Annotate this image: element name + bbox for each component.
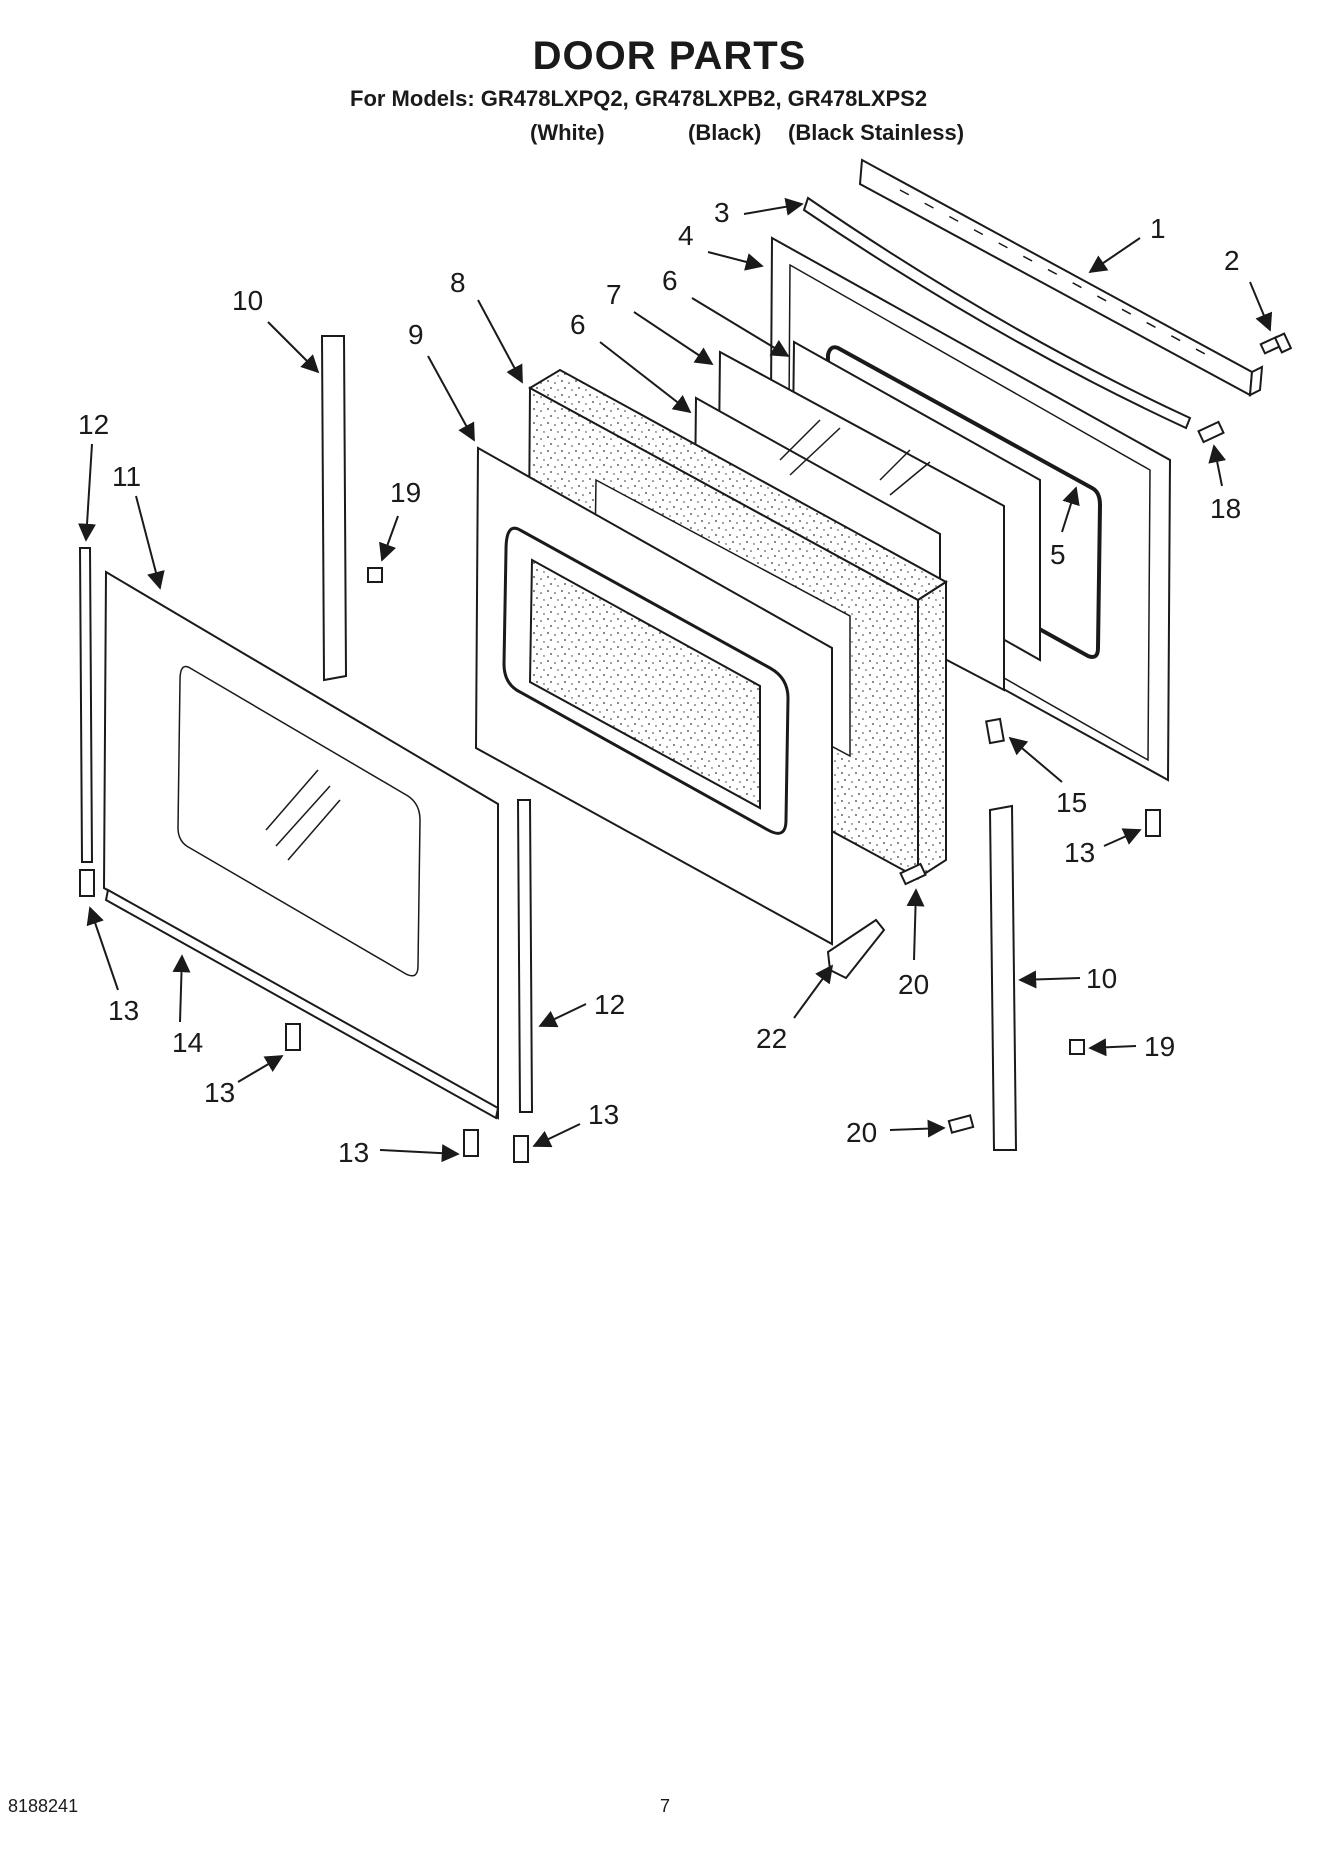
callout-18: 18	[1210, 493, 1241, 524]
doc-number: 8188241	[8, 1796, 79, 1816]
callout-19-left: 19	[390, 477, 421, 508]
models-subtitle: For Models: GR478LXPQ2, GR478LXPB2, GR47…	[350, 86, 928, 111]
callout-7: 7	[606, 279, 622, 310]
glass-glare	[779, 419, 931, 496]
callout-labels: 1 2 3 4 5 6 6 7 8 9 10 10 11 12 12 13 13…	[78, 197, 1273, 1168]
callout-15: 15	[1056, 787, 1087, 818]
callout-13-c: 13	[338, 1137, 369, 1168]
part-15-clip	[985, 717, 1005, 745]
callout-4: 4	[678, 220, 694, 251]
callout-14: 14	[172, 1027, 203, 1058]
part-19-clip-left	[367, 567, 383, 583]
callout-11: 11	[112, 461, 141, 492]
part-10-hinge-rail-right	[988, 804, 1018, 1151]
callout-3: 3	[714, 197, 730, 228]
callout-13-a: 13	[108, 995, 139, 1026]
callout-6-rear: 6	[662, 265, 678, 296]
part-14-bottom-trim	[104, 888, 500, 1120]
part-12-side-trim-left	[78, 547, 94, 863]
part-18-screw	[1197, 420, 1225, 444]
part-12-side-trim-right	[516, 799, 534, 1113]
part-3-top-trim	[802, 196, 1192, 430]
callout-12-right: 12	[594, 989, 625, 1020]
part-9-door-liner	[474, 446, 833, 946]
callout-22: 22	[756, 1023, 787, 1054]
variant-black-stainless: (Black Stainless)	[788, 120, 965, 145]
part-19-clip-right	[1069, 1039, 1085, 1055]
callout-20-lower: 20	[846, 1117, 877, 1148]
callout-2: 2	[1224, 245, 1240, 276]
callout-10-left: 10	[232, 285, 263, 316]
callout-5: 5	[1050, 539, 1066, 570]
callout-13-d: 13	[588, 1099, 619, 1130]
part-5-gasket	[823, 345, 1103, 659]
variant-white: (White)	[530, 120, 605, 145]
variant-black: (Black)	[688, 120, 762, 145]
callout-9: 9	[408, 319, 424, 350]
part-22-bracket	[826, 918, 886, 980]
part-11-outer-door-panel	[102, 570, 499, 1120]
part-2-screw	[1259, 332, 1293, 355]
part-20-screw-upper	[899, 862, 927, 886]
part-1-vent-trim	[858, 158, 1264, 397]
part-20-screw-lower	[947, 1114, 975, 1134]
callout-20-upper: 20	[898, 969, 929, 1000]
callout-10-right: 10	[1086, 963, 1117, 994]
page-title: DOOR PARTS	[532, 34, 807, 78]
page-number: 7	[660, 1796, 671, 1816]
part-13-screws	[79, 809, 1161, 1163]
callout-8: 8	[450, 267, 466, 298]
callout-13-b: 13	[204, 1077, 235, 1108]
part-10-hinge-rail-left	[320, 335, 348, 682]
callout-6-front: 6	[570, 309, 586, 340]
callout-13-e: 13	[1064, 837, 1095, 868]
callout-19-right: 19	[1144, 1031, 1175, 1062]
callout-12-left: 12	[78, 409, 109, 440]
callout-1: 1	[1150, 213, 1166, 244]
